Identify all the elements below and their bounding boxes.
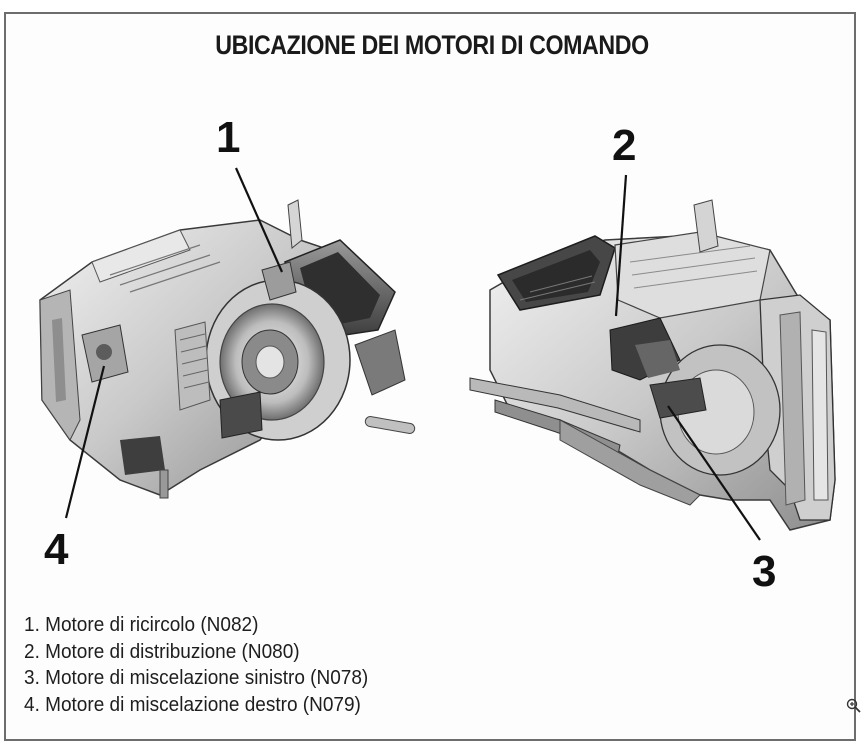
leader-line-1	[234, 167, 284, 273]
callout-1: 1	[216, 113, 241, 162]
callout-4: 4	[44, 525, 69, 574]
legend-item-1: 1. Motore di ricircolo (N082)	[24, 614, 259, 636]
legend-list: 1. Motore di ricircolo (N082) 2. Motore …	[24, 612, 386, 718]
left-hvac-unit	[39, 199, 416, 499]
callout-3: 3	[752, 547, 777, 596]
callout-2: 2	[612, 121, 637, 170]
leader-line-4	[64, 365, 106, 519]
legend-item-4: 4. Motore di miscelazione destro (N079)	[24, 693, 361, 716]
zoom-in-icon[interactable]	[846, 698, 862, 714]
magnifier-plus-icon	[846, 698, 861, 713]
legend-item-3: 3. Motore di miscelazione sinistro (N078…	[24, 667, 369, 689]
leader-line-2	[614, 174, 628, 317]
page-title: UBICAZIONE DEI MOTORI DI COMANDO	[215, 30, 649, 60]
right-hvac-unit	[469, 199, 836, 531]
leader-line-3	[667, 405, 761, 541]
legend-item-2: 2. Motore di distribuzione (N080)	[24, 640, 300, 663]
